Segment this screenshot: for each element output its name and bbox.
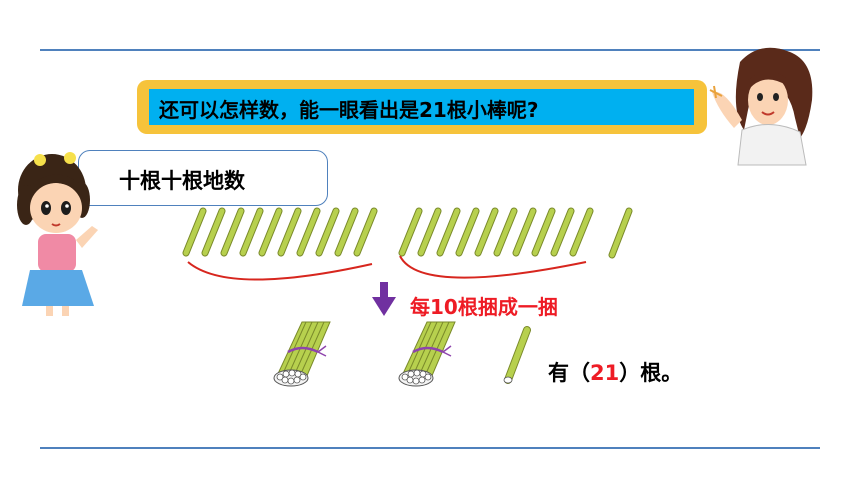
single-stick-icon	[455, 207, 480, 257]
answer-suffix: ）根。	[619, 361, 683, 385]
group-brace-1	[187, 261, 373, 281]
single-stick-icon	[503, 326, 531, 384]
answer-sentence: 有（21）根。	[548, 357, 682, 387]
single-stick-icon	[417, 207, 442, 257]
single-stick-icon	[353, 207, 378, 257]
single-stick-icon	[569, 207, 594, 257]
single-stick-icon	[550, 207, 575, 257]
single-stick-icon	[334, 207, 359, 257]
speech-text: 十根十根地数	[119, 169, 245, 193]
answer-prefix: 有（	[548, 361, 590, 385]
single-stick-icon	[512, 207, 537, 257]
single-stick-icon	[474, 207, 499, 257]
single-stick-icon	[531, 207, 556, 257]
single-stick-icon	[258, 207, 283, 257]
single-stick-icon	[220, 207, 245, 257]
answer-number: 21	[590, 361, 620, 385]
question-banner: 还可以怎样数，能一眼看出是21根小棒呢?	[137, 80, 707, 134]
question-text: 还可以怎样数，能一眼看出是21根小棒呢?	[159, 98, 539, 122]
extra-stick	[608, 207, 633, 259]
top-divider	[40, 49, 820, 51]
single-stick-icon	[398, 207, 423, 257]
single-stick-icon	[182, 207, 207, 257]
stick-group-1	[182, 207, 378, 257]
down-arrow-icon	[372, 282, 396, 316]
bundle-instruction: 每10根捆成一捆	[410, 295, 558, 319]
bottom-divider	[40, 447, 820, 449]
stick-bundle-icon	[273, 321, 331, 387]
stick-bundle-icon	[398, 321, 456, 387]
group-brace-2	[399, 255, 587, 279]
single-stick-icon	[201, 207, 226, 257]
single-stick-icon	[436, 207, 461, 257]
single-stick-icon	[277, 207, 302, 257]
stick-group-2	[398, 207, 594, 257]
single-stick-icon	[493, 207, 518, 257]
single-stick-icon	[296, 207, 321, 257]
single-stick-icon	[239, 207, 264, 257]
single-stick-icon	[315, 207, 340, 257]
teacher-figure	[709, 47, 813, 166]
question-panel: 还可以怎样数，能一眼看出是21根小棒呢?	[149, 89, 694, 125]
girl-figure	[17, 152, 98, 316]
